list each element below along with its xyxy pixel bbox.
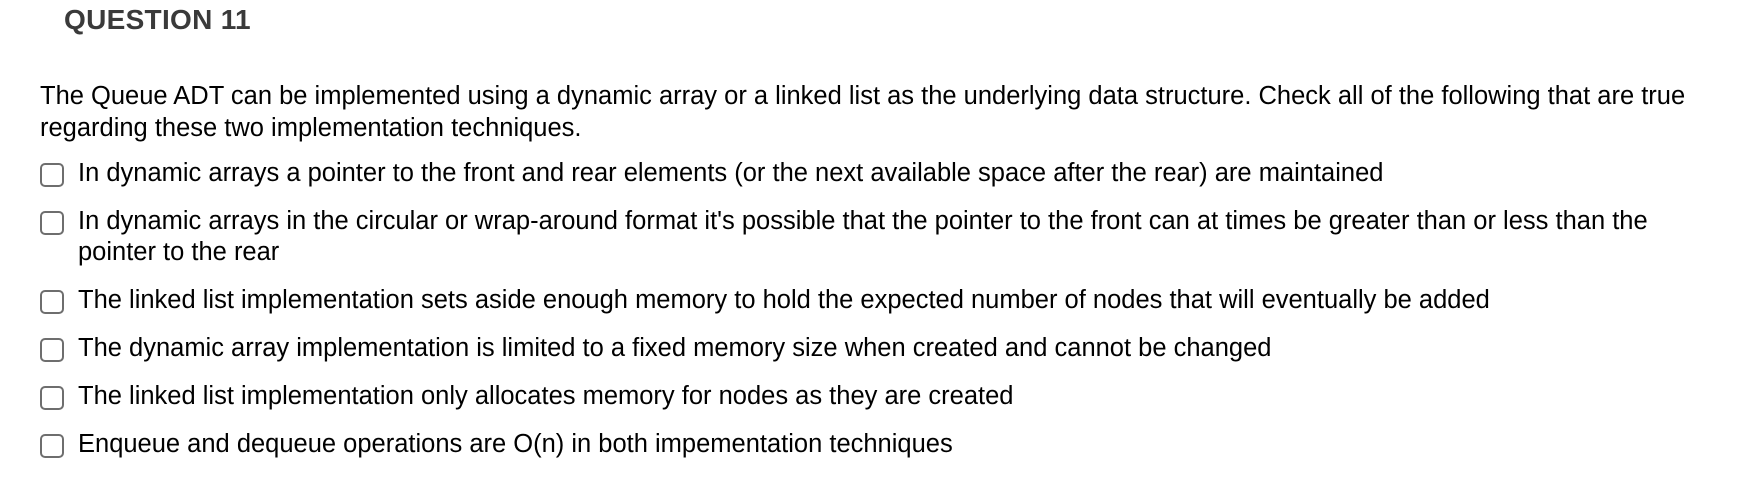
answer-option[interactable]: In dynamic arrays a pointer to the front… bbox=[40, 158, 1740, 189]
answer-option-label: In dynamic arrays a pointer to the front… bbox=[78, 159, 1384, 187]
answer-option[interactable]: The linked list implementation sets asid… bbox=[40, 285, 1740, 316]
answer-option[interactable]: Enqueue and dequeue operations are O(n) … bbox=[40, 429, 1740, 460]
question-prompt: The Queue ADT can be implemented using a… bbox=[40, 82, 1686, 142]
answer-option-label: The dynamic array implementation is limi… bbox=[78, 334, 1272, 362]
answer-option-label: The linked list implementation sets asid… bbox=[78, 286, 1490, 314]
checkbox[interactable] bbox=[40, 211, 64, 235]
checkbox[interactable] bbox=[40, 338, 64, 362]
question-title: QUESTION 11 bbox=[64, 4, 251, 35]
checkbox[interactable] bbox=[40, 386, 64, 410]
answer-option-label: In dynamic arrays in the circular or wra… bbox=[78, 207, 1648, 266]
checkbox[interactable] bbox=[40, 290, 64, 314]
answer-options: In dynamic arrays a pointer to the front… bbox=[40, 158, 1740, 477]
checkbox[interactable] bbox=[40, 163, 64, 187]
answer-option-label: The linked list implementation only allo… bbox=[78, 382, 1014, 410]
answer-option-label: Enqueue and dequeue operations are O(n) … bbox=[78, 430, 953, 458]
answer-option[interactable]: In dynamic arrays in the circular or wra… bbox=[40, 206, 1740, 268]
answer-option[interactable]: The dynamic array implementation is limi… bbox=[40, 333, 1740, 364]
answer-option[interactable]: The linked list implementation only allo… bbox=[40, 381, 1740, 412]
checkbox[interactable] bbox=[40, 434, 64, 458]
